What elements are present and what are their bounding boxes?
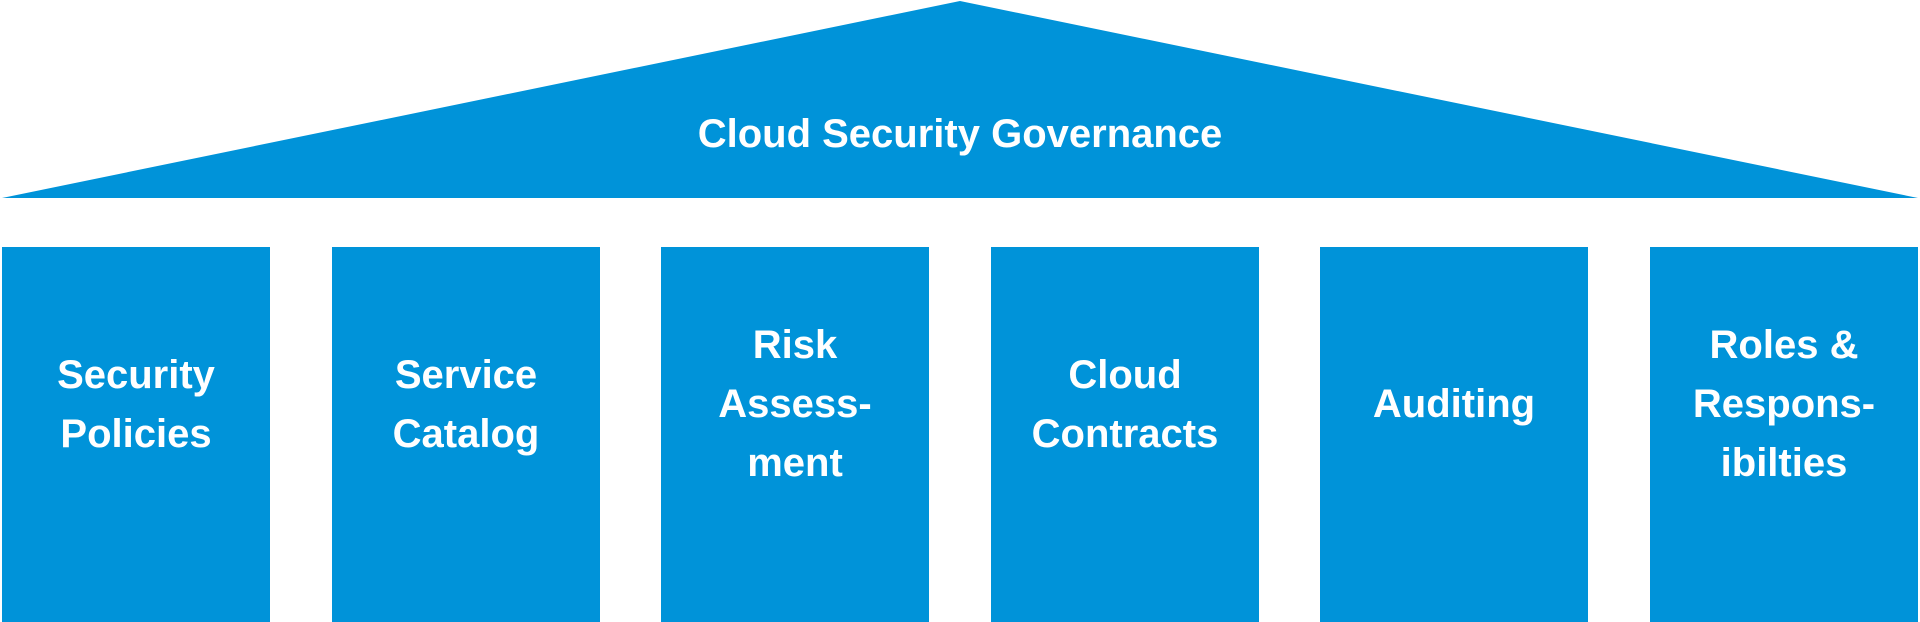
roof-shape (2, 1, 1918, 198)
roof-title: Cloud Security Governance (697, 112, 1223, 156)
pillar-label: Auditing (1372, 382, 1536, 426)
pillar-cloud-contracts: Cloud Contracts (991, 247, 1259, 622)
pillar-label: Security Policies (57, 352, 215, 456)
pillar-security-policies: Security Policies (2, 247, 270, 622)
roof-triangle (2, 1, 1918, 198)
pillar-label: Roles & Respons- ibilties (1692, 323, 1876, 485)
pillar-risk-assessment: Risk Assess- ment (661, 247, 929, 622)
pillar-roles-responsibilities: Roles & Respons- ibilties (1650, 247, 1918, 622)
pillar-label: Service Catalog (392, 352, 540, 456)
pillar-auditing: Auditing (1320, 247, 1588, 622)
pillar-label: Cloud Contracts (1031, 352, 1219, 456)
pillar-label: Risk Assess- ment (718, 323, 872, 485)
pillar-service-catalog: Service Catalog (332, 247, 600, 622)
